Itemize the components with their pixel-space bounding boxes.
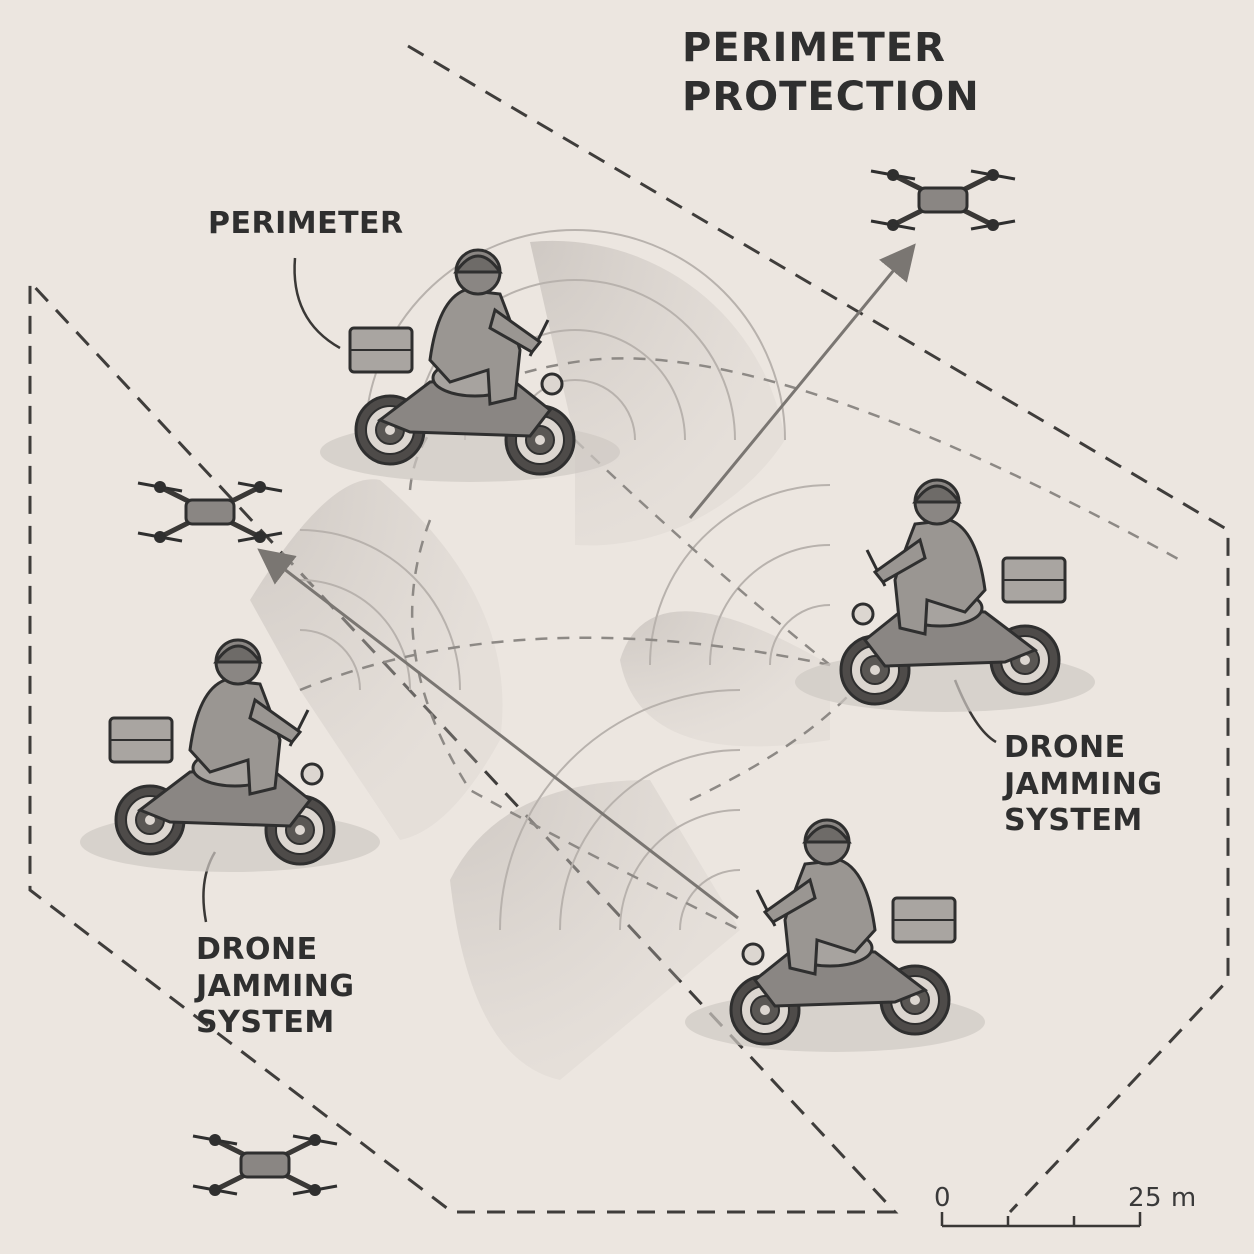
drone-icon (193, 1134, 337, 1196)
perimeter-leader-line (293, 257, 341, 350)
label-line: JAMMING (196, 968, 355, 1004)
page-title: PERIMETER PROTECTION (682, 25, 980, 120)
label-line: SYSTEM (1004, 803, 1143, 839)
label-line: DRONE (1004, 730, 1126, 765)
jamming-field-icon (250, 479, 503, 840)
motorcycle-rider-icon (795, 480, 1095, 712)
jamming-system-label-left: DRONE JAMMING SYSTEM (196, 932, 354, 1042)
drone-icon (871, 169, 1015, 231)
label-line: SYSTEM (196, 1005, 335, 1041)
drone-trajectory-arrow (257, 548, 739, 920)
drone-trajectory-arrow (688, 243, 916, 519)
jamming-field-icon (620, 484, 831, 747)
jamming-field-icon (364, 229, 786, 546)
drone-icon (138, 481, 282, 543)
label-line: DRONE (196, 932, 318, 967)
coverage-links (299, 357, 1181, 932)
jamming-system-label-right: DRONE JAMMING SYSTEM (1004, 730, 1162, 840)
scale-bar (940, 1212, 1142, 1228)
perimeter-boundary (28, 44, 1230, 1214)
scale-start-label: 0 (934, 1183, 952, 1213)
label-line: JAMMING (1004, 766, 1163, 802)
perimeter-label: PERIMETER (208, 206, 404, 241)
scale-end-label: 25 m (1128, 1183, 1197, 1213)
